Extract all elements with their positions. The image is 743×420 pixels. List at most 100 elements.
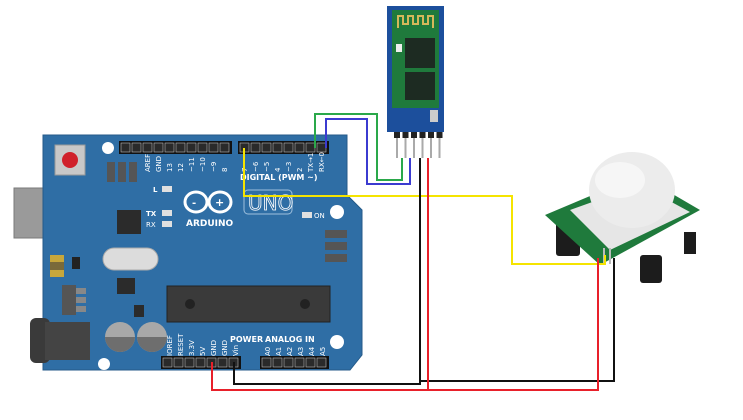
led-l-label: L: [153, 186, 158, 194]
digital-header-left: [119, 141, 232, 154]
power-header-label: POWER: [230, 335, 263, 344]
pin-label: ~5: [263, 162, 271, 172]
power-pin: [162, 357, 173, 368]
digital-right-pin: [294, 142, 305, 153]
pin-label: 12: [177, 163, 185, 172]
digital-left-pin: [219, 142, 230, 153]
pin-label: ~3: [285, 162, 293, 172]
pin-label: TX→1: [307, 153, 315, 173]
pin-label: A2: [286, 347, 294, 356]
usb-chip: [117, 210, 141, 234]
analog-header-label: ANALOG IN: [265, 335, 315, 344]
analog-pin: [283, 357, 294, 368]
wire-red-5v-pir: [428, 258, 599, 391]
wire-yellow-signal: [243, 148, 606, 265]
hc05-pin: [404, 138, 407, 158]
led-l: [162, 186, 172, 192]
led-on: [302, 212, 312, 218]
pin-label: 4: [274, 167, 282, 172]
pin-label: GND: [210, 340, 218, 356]
digital-left-pin: [175, 142, 186, 153]
pin-label: GND: [155, 156, 163, 172]
pin-label: 3.3V: [188, 340, 196, 356]
digital-right-pin: [272, 142, 283, 153]
mounting-hole: [102, 142, 114, 154]
hc05-button: [430, 110, 438, 122]
power-pin: [217, 357, 228, 368]
pin-label: 5V: [199, 347, 207, 356]
icsp-header-right: [325, 230, 347, 262]
hc05-pin: [438, 138, 441, 158]
led-tx: [162, 210, 172, 216]
digital-header-label: DIGITAL (PWM ~): [240, 173, 318, 182]
analog-pin: [305, 357, 316, 368]
arduino-uno-board: DIGITAL (PWM ~) POWER ANALOG IN - + ARDU…: [13, 134, 363, 371]
analog-pin: [294, 357, 305, 368]
pir-capacitor-bottom: [640, 255, 662, 283]
analog-header: [260, 356, 329, 369]
digital-header-right: [238, 141, 329, 154]
transistor: [72, 257, 80, 269]
svg-text:-: -: [192, 198, 196, 209]
digital-left-pin: [142, 142, 153, 153]
pin-label: 13: [166, 163, 174, 172]
pin-label: A1: [275, 347, 283, 356]
pin-label: ~10: [199, 157, 207, 172]
led-rx: [162, 221, 172, 227]
pin-label: ~9: [210, 162, 218, 172]
analog-pin: [261, 357, 272, 368]
pin-label: RX←0: [318, 152, 326, 172]
digital-left-pin: [131, 142, 142, 153]
power-jack-body: [45, 322, 90, 360]
wires: [211, 113, 615, 391]
pin-label: A3: [297, 347, 305, 356]
hc05-pin: [396, 138, 398, 158]
digital-left-pin: [208, 142, 219, 153]
digital-left-pin: [197, 142, 208, 153]
pin-label: 8: [221, 168, 229, 172]
icsp-header-top: [107, 162, 137, 182]
pin-label: A4: [308, 346, 316, 356]
pin-label: GND: [221, 340, 229, 356]
pin-label: RESET: [177, 333, 185, 356]
uno-model-label: UNO: [248, 191, 293, 215]
hc05-pin: [430, 138, 432, 158]
mounting-hole: [98, 358, 110, 370]
pin-label: AREF: [144, 154, 152, 172]
svg-text:+: +: [215, 196, 224, 209]
led-rx-label: RX: [146, 221, 156, 229]
hc05-pin: [421, 138, 424, 158]
power-header: [161, 356, 241, 369]
pin-label: A0: [264, 347, 272, 356]
electrolytic-capacitors: [105, 322, 167, 352]
mounting-hole: [330, 205, 344, 219]
digital-left-pin: [186, 142, 197, 153]
arduino-logo: - +: [183, 190, 233, 214]
power-pin: [195, 357, 206, 368]
arduino-brand-label: ARDUINO: [186, 219, 234, 229]
hc05-main-chip: [405, 38, 435, 68]
pin-label: ~6: [252, 161, 260, 172]
uno-badge: [243, 189, 293, 215]
pin-label: Vin: [232, 345, 240, 356]
voltage-regulator: [62, 285, 76, 315]
led-tx-label: TX: [146, 210, 157, 218]
digital-right-pin: [261, 142, 272, 153]
small-chip: [117, 278, 135, 294]
digital-right-pin: [305, 142, 316, 153]
digital-left-pin: [164, 142, 175, 153]
digital-left-pin: [120, 142, 131, 153]
wire-blue-rx: [325, 118, 411, 185]
wire-red-5v: [211, 158, 429, 391]
digital-right-pin: [316, 142, 327, 153]
pir-jumper: [684, 232, 696, 254]
pin-label: IOREF: [166, 335, 174, 356]
power-pin: [184, 357, 195, 368]
wire-black-gnd: [233, 158, 421, 385]
hc05-flash-chip: [405, 72, 435, 100]
power-pin: [173, 357, 184, 368]
pir-sensor: [545, 152, 700, 283]
reset-button-cap: [62, 152, 78, 168]
